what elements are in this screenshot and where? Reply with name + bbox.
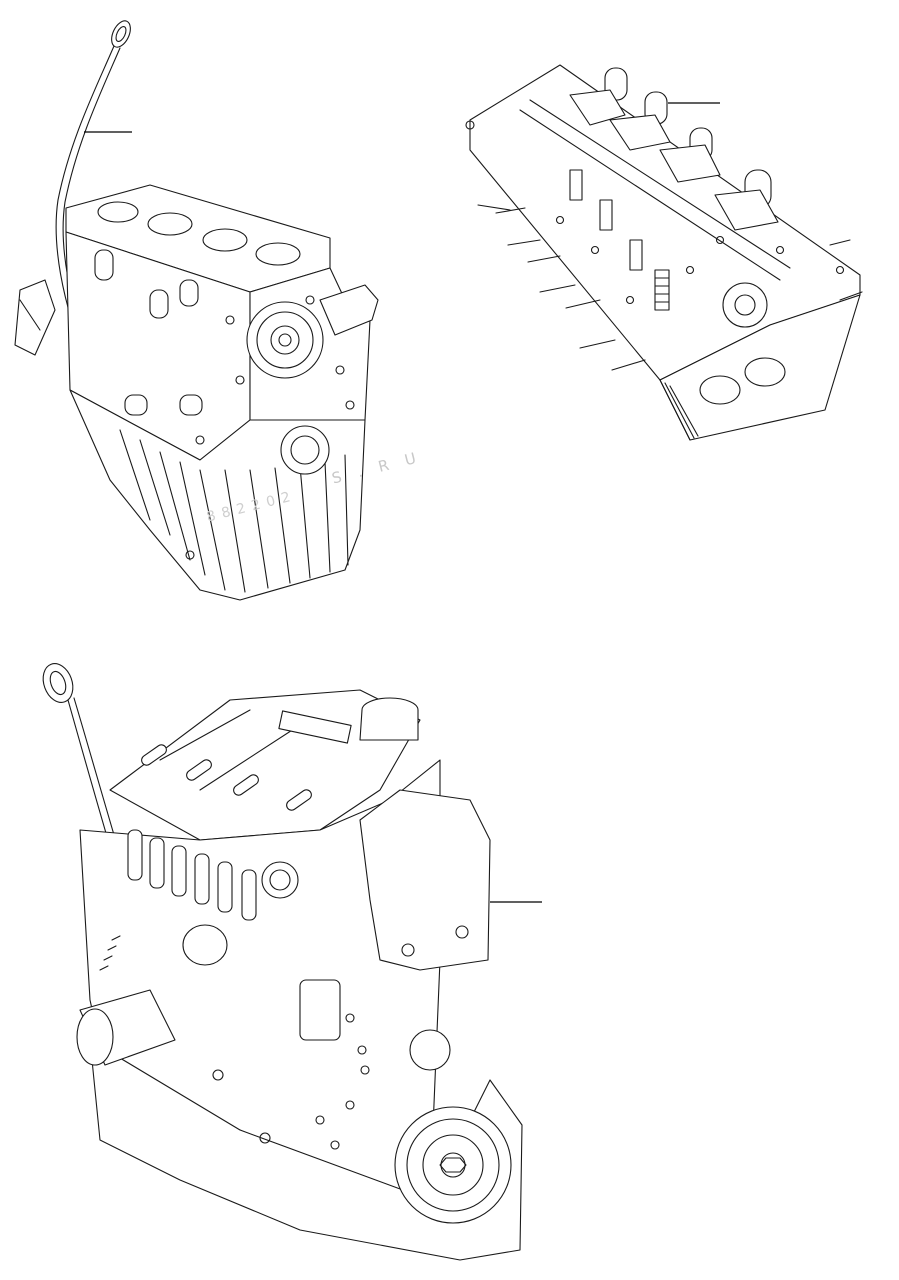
head-studs: [477, 204, 863, 371]
complete-engine-assembly: [42, 663, 523, 1261]
camshaft: [519, 67, 791, 281]
intake-manifold: [127, 829, 257, 921]
cylinder-head-assembly: [465, 64, 863, 441]
short-block-assembly: [14, 20, 379, 601]
